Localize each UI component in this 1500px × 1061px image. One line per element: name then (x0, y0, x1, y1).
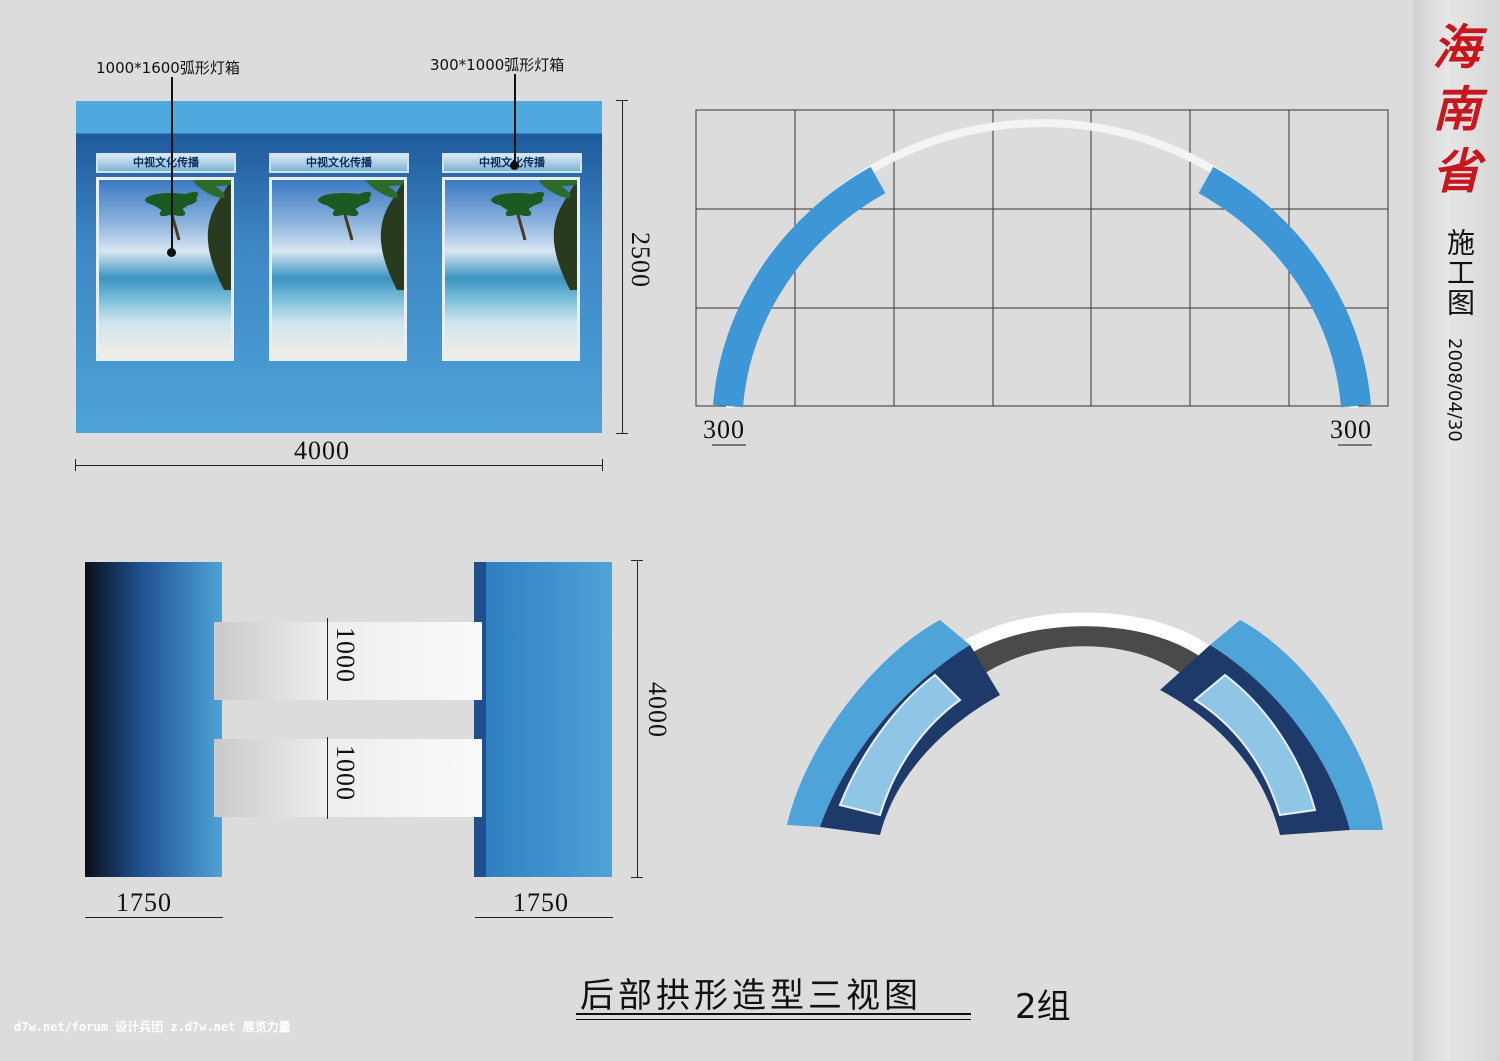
dimension-tick (616, 433, 628, 434)
dimension-tick (602, 459, 603, 471)
side-left-width-dimension: 1750 (116, 888, 172, 917)
dimension-line (76, 465, 603, 466)
arc-gray-band (960, 626, 1205, 680)
dimension-tick (631, 560, 643, 561)
beach-photo (269, 177, 407, 361)
front-width-dimension: 4000 (294, 436, 350, 465)
top-view-plan (695, 109, 1389, 446)
dimension-line (622, 100, 623, 434)
drawing-date: 2008/04/30 (1444, 338, 1465, 442)
side-banner: 海 南 省 施工图 2008/04/30 (1413, 0, 1500, 1061)
front-height-dimension: 2500 (626, 232, 655, 288)
dimension-line (475, 917, 613, 918)
arc-white-band (950, 612, 1215, 660)
side-right-width-dimension: 1750 (513, 888, 569, 917)
arc-left-lightbox (713, 166, 886, 408)
palm-tree-icon (145, 180, 231, 290)
callout-dot (510, 161, 519, 170)
callout-small-lightbox: 300*1000弧形灯箱 (430, 56, 565, 74)
top-right-dimension: 300 (1330, 415, 1372, 444)
lightbox-1: 中视文化传播 (96, 153, 236, 361)
right-lightbox-panels (1193, 673, 1317, 817)
title-underline (576, 1013, 971, 1015)
title-underline (576, 1019, 971, 1020)
dimension-line (327, 618, 328, 700)
lightbox-3: 中视文化传播 (442, 153, 582, 361)
side-band-upper (214, 622, 482, 700)
side-height-dimension: 4000 (643, 682, 672, 738)
side-lower-band-dimension: 1000 (331, 745, 360, 801)
side-right-pillar (486, 562, 612, 877)
region-char-3: 省 (1432, 144, 1481, 200)
arc-light-band (726, 119, 1358, 409)
beach-photo (442, 177, 580, 361)
side-right-pillar-edge (474, 562, 486, 877)
beach-photo (96, 177, 234, 361)
lightbox-2: 中视文化传播 (269, 153, 409, 361)
perspective-view (787, 612, 1383, 835)
side-left-pillar (85, 562, 222, 877)
dimension-tick (631, 877, 643, 878)
callout-leader-line (171, 77, 173, 252)
callout-large-lightbox: 1000*1600弧形灯箱 (96, 59, 240, 77)
dimension-line (637, 560, 638, 878)
callout-dot (167, 248, 176, 257)
group-label: 2组 (1015, 987, 1071, 1027)
callout-leader-line (514, 74, 516, 166)
watermark: d7w.net/forum 设计兵团 z.d7w.net 展览力量 (14, 1020, 291, 1034)
arc-right-lightbox (1198, 166, 1371, 408)
region-char-1: 海 (1432, 20, 1481, 76)
doc-type-label: 施工图 (1443, 228, 1476, 318)
dimension-tick (616, 100, 628, 101)
lightbox-header: 中视文化传播 (269, 153, 409, 173)
right-arc-face (1210, 620, 1383, 830)
palm-tree-icon (318, 180, 404, 290)
dimension-line (85, 917, 223, 918)
dimension-line (327, 737, 328, 819)
top-left-dimension: 300 (703, 415, 745, 444)
left-arc-face (787, 620, 970, 827)
lightbox-header: 中视文化传播 (96, 153, 236, 173)
region-char-2: 南 (1432, 82, 1481, 138)
dimension-tick (75, 459, 76, 471)
palm-tree-icon (491, 180, 577, 290)
drawing-title: 后部拱形造型三视图 (580, 976, 922, 1016)
side-upper-band-dimension: 1000 (331, 627, 360, 683)
left-lightbox-panels (838, 673, 962, 817)
side-band-lower (214, 739, 482, 817)
